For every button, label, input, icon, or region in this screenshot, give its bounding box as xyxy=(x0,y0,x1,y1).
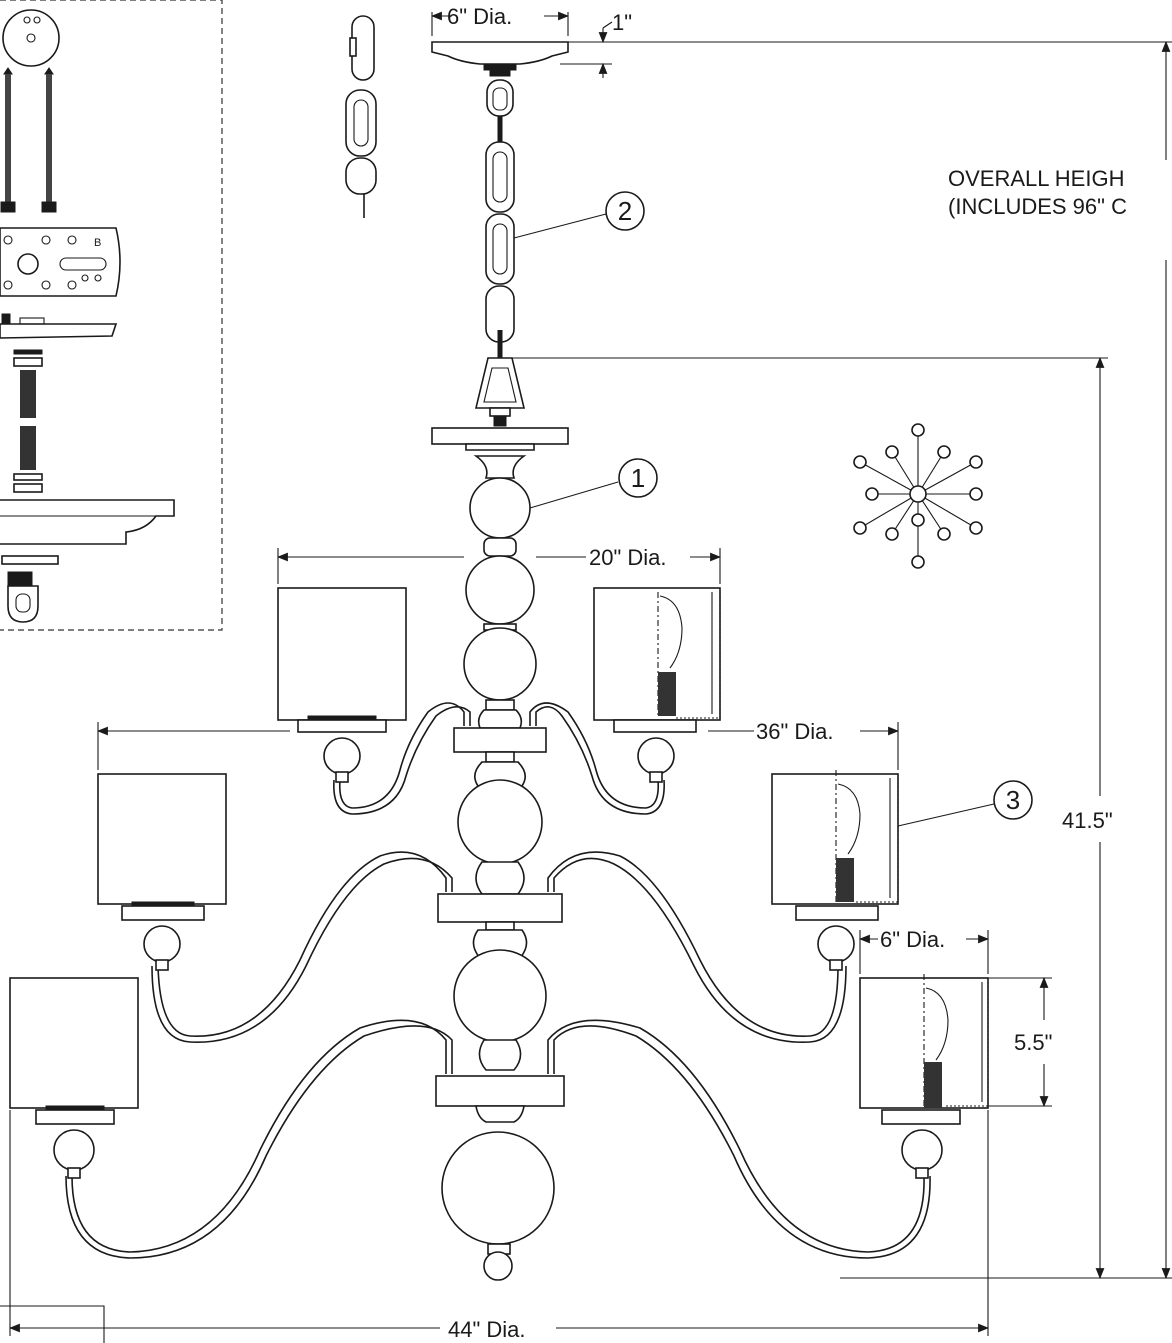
mounting-hardware-kit: B xyxy=(0,0,223,631)
crossbar-plate: B xyxy=(0,227,121,297)
tier2-diameter-label: 36" Dia. xyxy=(756,719,834,744)
arm-tier3-left xyxy=(71,1019,447,1253)
threaded-nipple xyxy=(13,349,43,493)
light-tier1-right xyxy=(593,587,721,783)
callout-3: 3 xyxy=(897,780,1033,827)
center-column xyxy=(431,427,569,1281)
top-view-starburst xyxy=(853,423,983,569)
bottom-sphere xyxy=(441,1131,555,1245)
drum-shade xyxy=(593,587,721,721)
chain-detail xyxy=(345,15,377,218)
side-bracket xyxy=(0,323,118,339)
tier3-hub xyxy=(435,1075,565,1107)
arm-tier2-right xyxy=(547,851,839,1037)
chain xyxy=(485,79,515,358)
chain-link xyxy=(345,157,377,195)
callout-3-number: 3 xyxy=(1006,785,1020,815)
arm-tier1-right xyxy=(529,702,660,809)
tier3-diameter-label: 44" Dia. xyxy=(448,1317,526,1342)
canopy xyxy=(431,41,569,77)
callout-2: 2 xyxy=(513,191,645,239)
arms xyxy=(65,702,931,1259)
callout-2-number: 2 xyxy=(618,196,632,226)
light-tier1-left xyxy=(277,587,407,783)
top-cup-plate xyxy=(431,427,569,445)
callout-1-number: 1 xyxy=(631,463,645,493)
arm-tier1-left xyxy=(338,702,465,809)
drum-shade xyxy=(97,773,227,905)
finial xyxy=(483,1251,513,1281)
mounting-screw xyxy=(0,67,16,213)
tier1-hub xyxy=(453,727,547,753)
drum-shade xyxy=(277,587,407,721)
tier2-hub xyxy=(437,893,563,923)
drum-shade xyxy=(771,773,899,905)
shade-height-label: 5.5" xyxy=(1014,1030,1052,1055)
fixture-loop xyxy=(474,357,526,427)
light-tier3-right xyxy=(859,974,989,1179)
round-mounting-plate xyxy=(2,9,60,67)
hardware-kit-border xyxy=(0,0,223,631)
plate-mark-label: B xyxy=(94,237,101,249)
dimensions: 6" Dia. 1" OVERALL HEIGH (INCLUDES 96" C… xyxy=(0,4,1172,1343)
overall-height-note: (INCLUDES 96" C xyxy=(948,194,1127,219)
canopy-height-label: 1" xyxy=(612,10,632,35)
callout-1: 1 xyxy=(529,458,658,509)
bottom-left-corner-frame xyxy=(0,1305,105,1343)
arm-tier2-left xyxy=(157,851,447,1037)
canopy-side-view xyxy=(0,499,175,623)
arm-tier3-right xyxy=(547,1019,925,1253)
light-tier2-right xyxy=(771,770,899,971)
shade-diameter-label: 6" Dia. xyxy=(880,927,945,952)
light-tier2-left xyxy=(97,773,227,971)
overall-height-label: OVERALL HEIGH xyxy=(948,166,1124,191)
canopy-diameter-label: 6" Dia. xyxy=(447,4,512,29)
mounting-screw xyxy=(41,67,57,213)
drum-shade xyxy=(9,977,139,1109)
body-height-label: 41.5" xyxy=(1062,808,1113,833)
tier1-diameter-label: 20" Dia. xyxy=(589,545,667,570)
light-tier3-left xyxy=(9,977,139,1179)
